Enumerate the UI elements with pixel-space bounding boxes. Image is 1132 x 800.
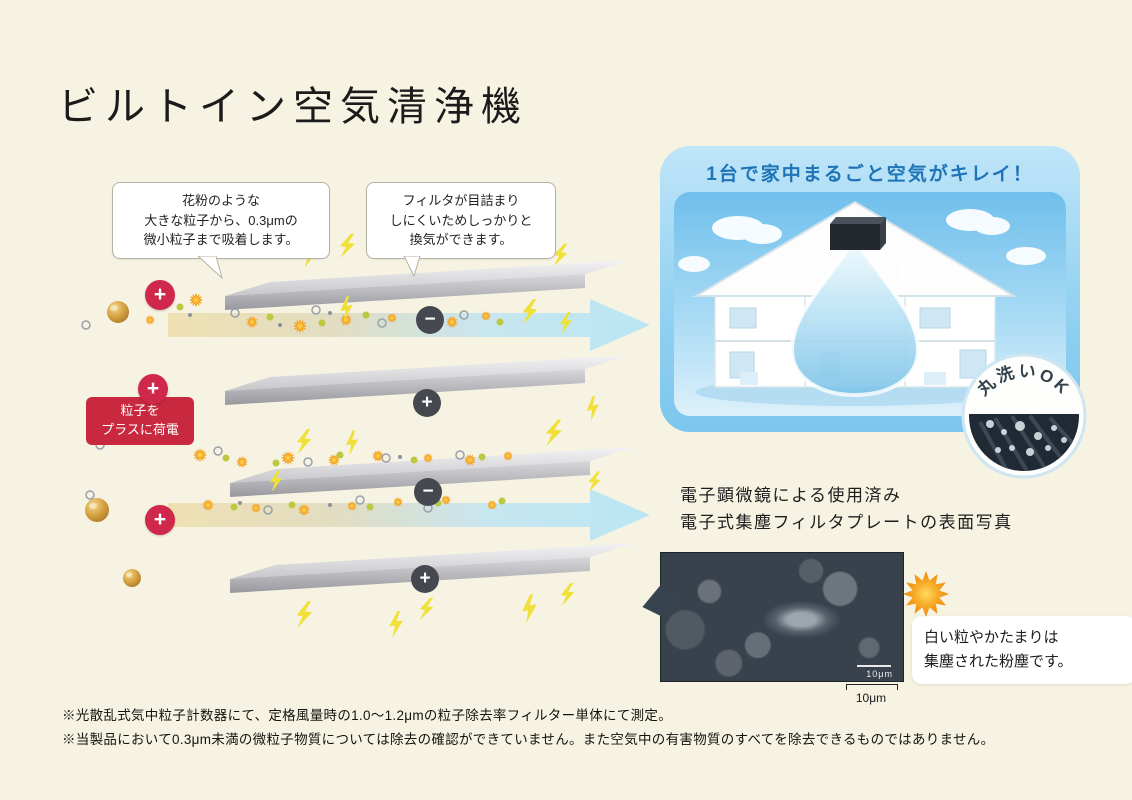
micro-photo: 10μm	[660, 552, 904, 682]
callout-ventilation-tail	[403, 256, 421, 278]
photo-scale-bar	[857, 665, 891, 667]
airflow-arrow-top	[168, 299, 650, 351]
collector-plates	[225, 260, 635, 593]
filter-diagram-graphic	[81, 228, 650, 638]
callout-ventilation: フィルタが目詰まり しにくいためしっかりと 換気ができます。	[366, 182, 556, 259]
scale-bracket	[846, 684, 898, 690]
dust-sphere-icons	[85, 301, 141, 587]
airflow-arrow-bottom	[168, 489, 650, 541]
house-illustration	[674, 192, 1066, 416]
page-title: ビルトイン空気清浄機	[58, 85, 528, 129]
photo-scale-label: 10μm	[866, 669, 893, 679]
air-purifier-unit	[830, 217, 886, 250]
particle-icons	[81, 250, 513, 516]
plate-polarity-badge: −	[416, 306, 444, 334]
dust-particle-icon	[903, 571, 949, 617]
house-scene	[674, 192, 1066, 416]
washable-badge-graphic: 丸洗いOK	[961, 353, 1087, 479]
footnotes: ※光散乱式気中粒子計数器にて、定格風量時の1.0〜1.2μmの粒子除去率フィルタ…	[62, 704, 994, 751]
callout-adsorption: 花粉のような 大きな粒子から、0.3μmの 微小粒子まで吸着します。	[112, 182, 330, 259]
scale-label: 10μm	[855, 691, 887, 705]
callout-adsorption-tail	[197, 256, 223, 280]
airflow-drop-shape	[789, 234, 921, 398]
footnote-line: ※光散乱式気中粒子計数器にて、定格風量時の1.0〜1.2μmの粒子除去率フィルタ…	[62, 708, 673, 723]
cloud-icons	[678, 209, 1046, 272]
magnify-arrow-icon	[642, 583, 680, 621]
airflow-swoosh	[804, 242, 906, 287]
micro-caption: 白い粒やかたまりは 集塵された粉塵です。	[912, 616, 1132, 684]
positive-charge-icon: +	[145, 280, 175, 310]
plate-polarity-badge: +	[413, 389, 441, 417]
charge-label-badge: 粒子を プラスに荷電	[86, 397, 194, 445]
washing-photo	[969, 414, 1079, 471]
micro-heading: 電子顕微鏡による使用済み 電子式集塵フィルタプレートの表面写真	[680, 486, 1013, 533]
footnote-line: ※当製品において0.3μm未満の微粒子物質については除去の確認ができていません。…	[62, 731, 995, 747]
plate-polarity-badge: −	[414, 478, 442, 506]
positive-charge-icon: +	[138, 374, 168, 404]
house-headline: 1台で家中まるごと空気がキレイ！	[706, 164, 1034, 185]
washable-badge: 丸洗いOK	[960, 352, 1088, 480]
positive-charge-icon: +	[145, 505, 175, 535]
plate-polarity-badge: +	[411, 565, 439, 593]
airflow-arrows	[168, 299, 650, 541]
